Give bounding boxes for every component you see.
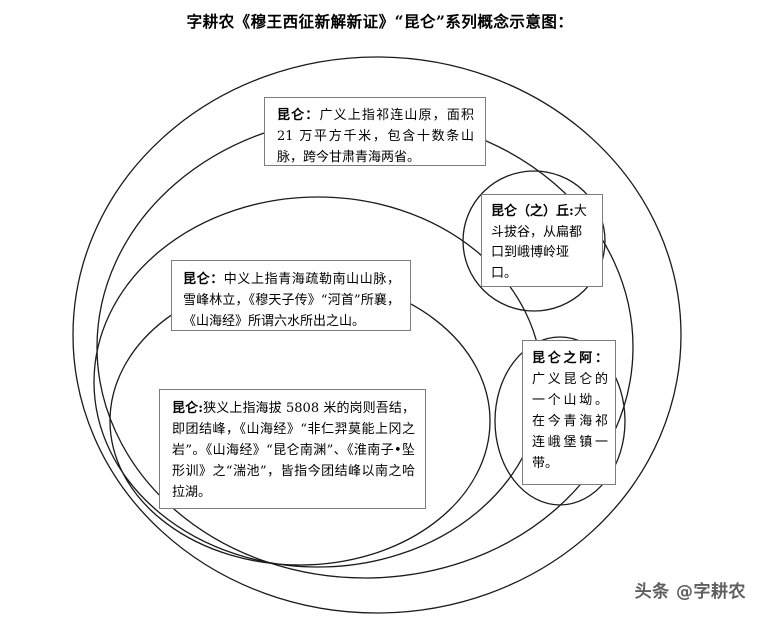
note-box-kunlun-hill: 昆仑（之）丘:大斗拔谷，从扁都口到峨博岭垭口。 xyxy=(481,194,603,287)
note-box-kunlun-slope: 昆仑之阿：广义昆仑的一个山坳。在今青海祁连峨堡镇一带。 xyxy=(522,340,616,485)
note-text-narrow: 昆仑:狭义上指海拔 5808 米的岗则吾结，即团结峰，《山海经》“非仁羿莫能上冈… xyxy=(172,401,415,501)
note-box-middle-kunlun: 昆仑：中义上指青海疏勒南山山脉，雪峰林立，《穆天子传》“河首”所襄，《山海经》所… xyxy=(171,260,411,331)
watermark: 头条 @字耕农 xyxy=(634,582,746,602)
small-ellipse-kunlun-slope xyxy=(494,336,626,506)
outer-circle-broad-kunlun xyxy=(72,56,682,614)
note-text-hill: 昆仑（之）丘:大斗拔谷，从扁都口到峨博岭垭口。 xyxy=(491,204,587,281)
note-text-middle: 昆仑：中义上指青海疏勒南山山脉，雪峰林立，《穆天子传》“河首”所襄，《山海经》所… xyxy=(183,272,400,330)
note-label: 昆仑（之）丘: xyxy=(491,204,574,219)
note-text-slope: 昆仑之阿：广义昆仑的一个山坳。在今青海祁连峨堡镇一带。 xyxy=(532,351,608,472)
note-label: 昆仑： xyxy=(183,272,224,287)
note-label: 昆仑: xyxy=(172,401,204,416)
note-box-narrow-kunlun: 昆仑:狭义上指海拔 5808 米的岗则吾结，即团结峰，《山海经》“非仁羿莫能上冈… xyxy=(159,389,426,509)
note-label: 昆仑： xyxy=(277,108,320,123)
page-title: 字耕农《穆王西征新解新证》“昆仑”系列概念示意图： xyxy=(186,12,574,31)
note-text-broad: 昆仑：广义上指祁连山原，面积 21 万平方千米，包含十数条山脉，跨今甘肃青海两省… xyxy=(277,108,474,166)
note-label: 昆仑之阿： xyxy=(532,351,608,366)
middle-circle-kunlun xyxy=(93,196,543,568)
note-box-broad-kunlun: 昆仑：广义上指祁连山原，面积 21 万平方千米，包含十数条山脉，跨今甘肃青海两省… xyxy=(264,97,486,166)
small-circle-kunlun-hill xyxy=(462,170,606,312)
